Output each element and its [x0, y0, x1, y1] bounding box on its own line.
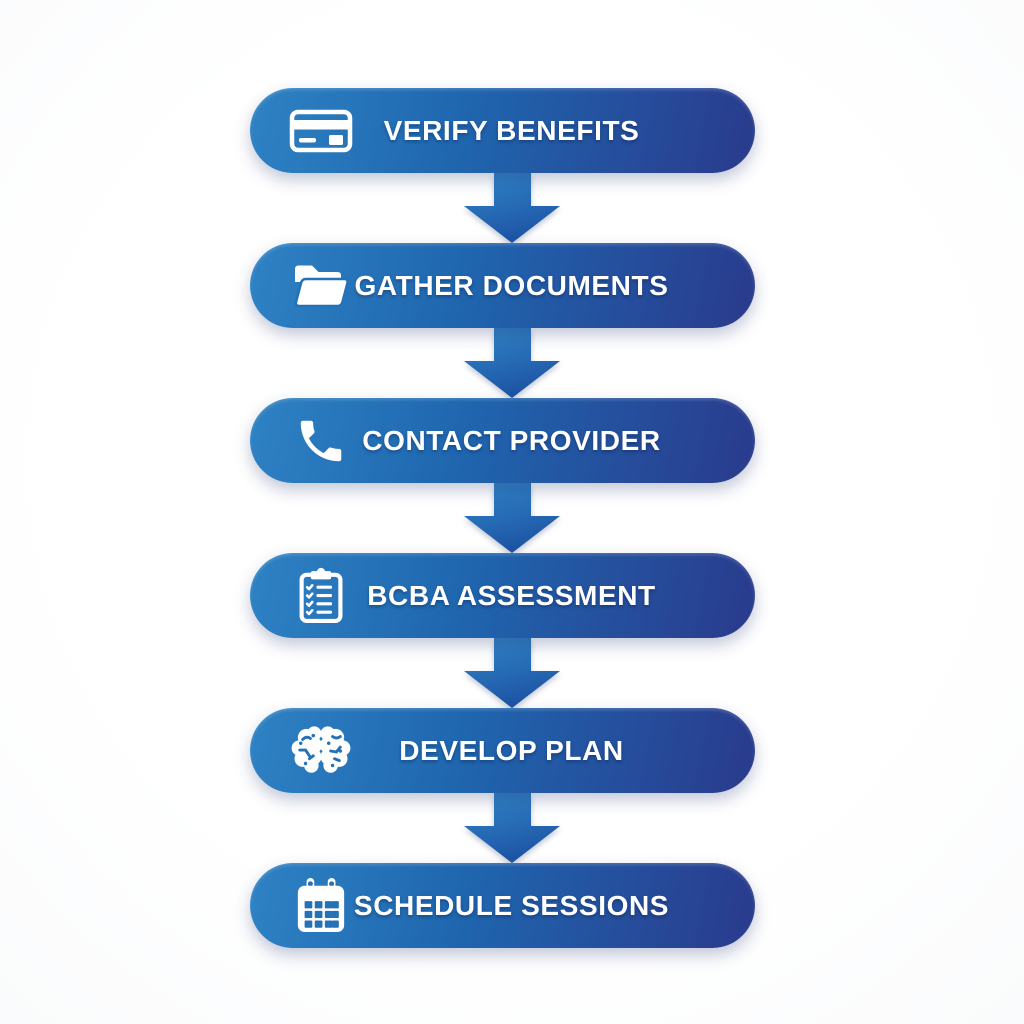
down-arrow	[259, 638, 764, 708]
step-bcba-assessment: BCBA ASSESSMENT	[250, 553, 755, 638]
down-arrow	[259, 483, 764, 553]
step-gather-documents: GATHER DOCUMENTS	[250, 243, 755, 328]
open-folder-icon	[288, 255, 354, 317]
step-label: DEVELOP PLAN	[399, 734, 624, 766]
step-label: BCBA ASSESSMENT	[367, 579, 656, 611]
down-arrow	[259, 793, 764, 863]
calendar-icon	[288, 875, 354, 937]
clipboard-checklist-icon	[288, 565, 354, 627]
step-schedule-sessions: SCHEDULE SESSIONS	[250, 863, 755, 948]
step-verify-benefits: VERIFY BENEFITS	[250, 88, 755, 173]
step-label: CONTACT PROVIDER	[362, 424, 661, 456]
step-label: GATHER DOCUMENTS	[354, 269, 669, 301]
down-arrow	[259, 173, 764, 243]
step-label: SCHEDULE SESSIONS	[353, 889, 670, 921]
step-label: VERIFY BENEFITS	[383, 114, 640, 146]
brain-icon	[288, 720, 354, 782]
step-develop-plan: DEVELOP PLAN	[250, 708, 755, 793]
process-flow: VERIFY BENEFITS GATHER DOCUMENTS	[250, 88, 755, 948]
phone-handset-icon	[288, 410, 354, 472]
down-arrow	[259, 328, 764, 398]
step-contact-provider: CONTACT PROVIDER	[250, 398, 755, 483]
credit-card-icon	[288, 100, 354, 162]
